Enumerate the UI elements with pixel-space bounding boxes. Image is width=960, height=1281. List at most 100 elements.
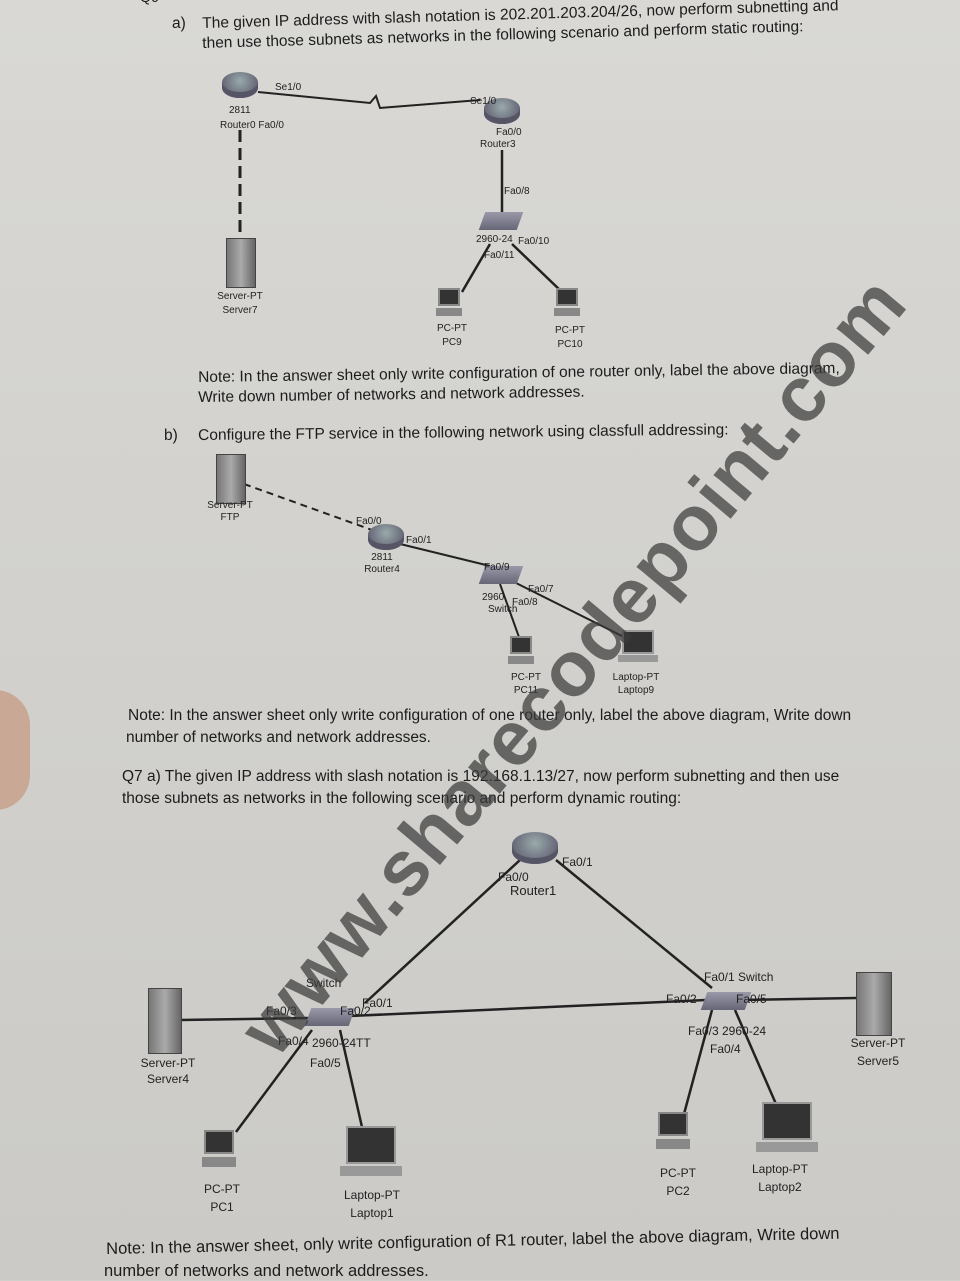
label-laptop9-name: Laptop9 xyxy=(617,685,655,696)
label-switch-left-fa02: Fa0/2 xyxy=(340,1004,371,1018)
switch-q6a-icon xyxy=(478,212,524,230)
label-laptop9-type: Laptop-PT xyxy=(612,672,660,683)
label-r1-fa01: Fa0/1 xyxy=(562,855,593,869)
label-pc2-name: PC2 xyxy=(666,1184,690,1198)
label-pc11-type: PC-PT xyxy=(511,672,541,683)
label-server5-type: Server-PT xyxy=(850,1036,906,1050)
laptop9-link xyxy=(509,579,631,641)
serial-link xyxy=(257,91,481,110)
label-server7-type: Server-PT xyxy=(217,291,263,302)
pc1-link xyxy=(234,1029,314,1133)
label-fa010-q6a: Fa0/10 xyxy=(518,236,550,247)
pc9-icon xyxy=(436,288,462,318)
label-router3-port: Fa0/0 xyxy=(496,127,522,138)
label-pc11-name: PC11 xyxy=(513,685,539,696)
label-se-right: Se1/0 xyxy=(470,96,497,107)
q6b-note-line2: number of networks and network addresses… xyxy=(126,729,431,746)
label-switch-left-fa05: Fa0/5 xyxy=(310,1056,341,1070)
router4-switch-link xyxy=(391,541,491,567)
label-router4-name: Router4 xyxy=(364,564,400,575)
pc1-icon xyxy=(202,1130,236,1170)
label-switch-left-title: Switch xyxy=(306,976,342,990)
laptop1-link xyxy=(338,1029,366,1137)
label-switch-right-title: Fa0/1 Switch xyxy=(704,970,774,984)
laptop1-icon xyxy=(340,1126,402,1178)
pc11-link xyxy=(499,583,521,641)
laptop2-icon xyxy=(756,1102,818,1154)
ftp-server-icon xyxy=(216,454,246,504)
label-pc9-name: PC9 xyxy=(442,337,462,348)
pc2-link xyxy=(682,1009,714,1115)
router1-right-link xyxy=(555,859,713,989)
label-router0-port: Router0 Fa0/0 xyxy=(220,120,284,131)
pc10-link xyxy=(511,243,563,293)
label-switch-left-model: 2960-24TT xyxy=(312,1036,371,1050)
label-r1-fa00: Fa0/0 xyxy=(498,870,529,884)
label-fa09-q6b: Fa0/9 xyxy=(484,562,510,573)
label-server7-name: Server7 xyxy=(222,305,258,316)
server5-link xyxy=(739,996,857,1002)
laptop2-link xyxy=(733,1009,778,1105)
laptop9-icon xyxy=(618,630,658,664)
label-switch-model-q6b: 2960 xyxy=(482,592,505,603)
label-switch-left-fa03: Fa0/3 xyxy=(266,1004,297,1018)
q7-text-line1: Q7 a) The given IP address with slash no… xyxy=(122,768,840,785)
label-switch-name-q6b: Switch xyxy=(488,604,518,615)
pc11-icon xyxy=(508,636,534,666)
label-router0-model: 2811 xyxy=(229,105,251,116)
label-fa01-q6b: Fa0/1 xyxy=(406,535,432,546)
pc10-icon xyxy=(554,288,580,318)
label-server5-name: Server5 xyxy=(856,1054,900,1068)
label-fa011-q6a: Fa0/11 xyxy=(484,250,515,261)
label-fa08-q6a: Fa0/8 xyxy=(504,186,530,197)
q6a-marker: a) xyxy=(172,15,186,32)
q7-text-line2: those subnets as networks in the followi… xyxy=(122,790,682,807)
label-router4-model: 2811 xyxy=(371,552,393,563)
server4-link xyxy=(179,1016,311,1022)
label-pc10-type: PC-PT xyxy=(555,325,585,336)
pc2-icon xyxy=(656,1112,690,1152)
label-fa07-q6b: Fa0/7 xyxy=(528,584,554,595)
label-server4-type: Server-PT xyxy=(140,1056,196,1070)
label-pc10-name: PC10 xyxy=(557,339,583,350)
server4-icon xyxy=(148,988,182,1054)
label-se-left: Se1/0 xyxy=(275,82,302,93)
label-ftp-name: FTP xyxy=(220,512,240,523)
label-server4-name: Server4 xyxy=(146,1072,190,1086)
label-switch-right-fa05: Fa0/5 xyxy=(736,992,767,1006)
label-switch-right-fa02: Fa0/2 xyxy=(666,992,697,1006)
label-router3-name: Router3 xyxy=(480,139,516,150)
label-pc1-name: PC1 xyxy=(210,1200,234,1214)
label-fa08-q6b: Fa0/8 xyxy=(512,597,538,608)
label-switch-left-fa01: Fa0/1 xyxy=(362,996,393,1010)
header-mark: Q6 xyxy=(140,0,159,7)
router1-icon xyxy=(512,832,558,864)
label-laptop1-name: Laptop1 xyxy=(350,1206,394,1220)
router3-icon xyxy=(484,98,520,124)
router4-icon xyxy=(368,524,404,550)
label-pc1-type: PC-PT xyxy=(204,1182,240,1196)
pc9-link xyxy=(460,243,492,293)
switch-switch-link xyxy=(349,998,707,1018)
label-router1-name: Router1 xyxy=(510,883,557,898)
label-switch-left-fa04: Fa0/4 xyxy=(278,1034,309,1048)
finger xyxy=(0,690,30,810)
router1-left-link xyxy=(364,859,521,1004)
label-laptop2-name: Laptop2 xyxy=(758,1180,802,1194)
q6b-note-line1: Note: In the answer sheet only write con… xyxy=(128,707,852,724)
label-laptop1-type: Laptop-PT xyxy=(343,1188,401,1202)
server5-icon xyxy=(856,972,892,1036)
label-laptop2-type: Laptop-PT xyxy=(751,1162,809,1176)
label-switch-right-fa04: Fa0/4 xyxy=(710,1042,741,1056)
ftp-link xyxy=(243,483,373,531)
label-pc2-type: PC-PT xyxy=(660,1166,696,1180)
q7-note-line2: number of networks and network addresses… xyxy=(104,1262,429,1280)
label-ftp-type: Server-PT xyxy=(207,500,253,511)
q6b-marker: b) xyxy=(164,427,178,444)
label-fa00-q6b: Fa0/0 xyxy=(356,516,382,527)
router0-icon xyxy=(222,72,258,98)
label-switch-right-model: 2960-24 xyxy=(722,1024,767,1038)
label-pc9-type: PC-PT xyxy=(437,323,467,334)
